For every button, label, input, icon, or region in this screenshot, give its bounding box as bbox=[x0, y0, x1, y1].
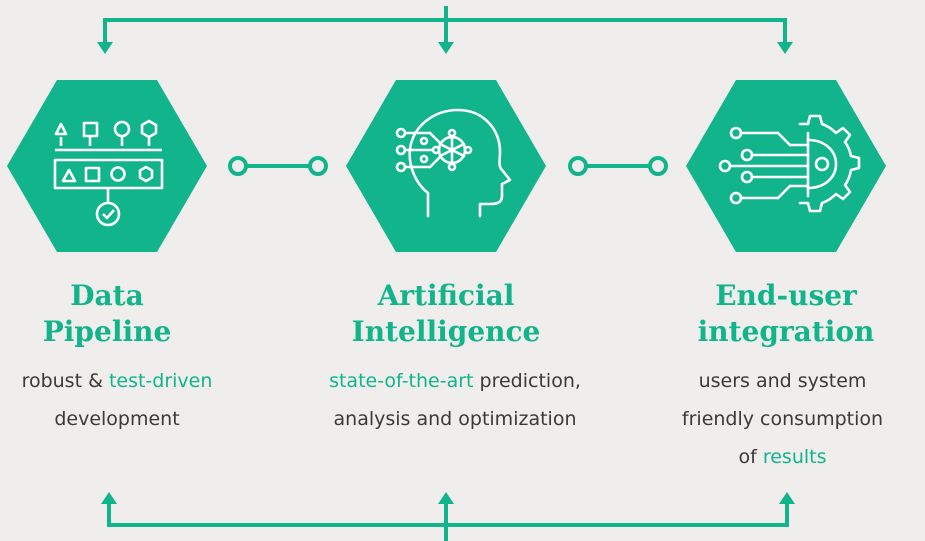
description-line: analysis and optimization bbox=[290, 400, 620, 438]
description-highlight: test-driven bbox=[108, 370, 213, 392]
description-text: of bbox=[738, 446, 763, 468]
stage-title-artificial-intelligence: Artificial Intelligence bbox=[296, 278, 596, 350]
stage-title-data-pipeline: Data Pipeline bbox=[0, 278, 257, 350]
link-connector-icon bbox=[568, 156, 668, 176]
stage-title-end-user-integration: End-user integration bbox=[636, 278, 925, 350]
stage-description-data-pipeline: robust & test-driven development bbox=[0, 362, 277, 438]
title-line: Pipeline bbox=[42, 315, 172, 348]
title-line: Intelligence bbox=[351, 315, 541, 348]
arrow-down-icon bbox=[777, 42, 793, 54]
top-arrowheads bbox=[97, 42, 793, 54]
ai-head-icon bbox=[395, 108, 512, 218]
description-line: users and system bbox=[698, 370, 867, 392]
description-highlight: state-of-the-art bbox=[329, 370, 474, 392]
description-highlight: results bbox=[762, 446, 827, 468]
arrow-up-icon bbox=[779, 492, 795, 504]
shapes-pipeline-icon bbox=[53, 119, 164, 227]
arrow-up-icon bbox=[438, 492, 454, 504]
stage-description-end-user-integration: users and system friendly consumption of… bbox=[640, 362, 925, 476]
circuit-gear-icon bbox=[718, 114, 861, 213]
bottom-flow-bracket bbox=[107, 496, 789, 541]
title-line: integration bbox=[697, 315, 875, 348]
description-line: development bbox=[0, 400, 277, 438]
title-line: End-user bbox=[715, 279, 857, 312]
title-line: Data bbox=[70, 279, 144, 312]
bottom-arrowheads bbox=[101, 492, 795, 504]
top-flow-bracket bbox=[103, 6, 787, 46]
description-line: of results bbox=[640, 438, 925, 476]
hexagon-data-pipeline bbox=[7, 80, 207, 252]
arrow-down-icon bbox=[438, 42, 454, 54]
hexagon-artificial-intelligence bbox=[346, 80, 546, 252]
description-text: prediction, bbox=[473, 370, 581, 392]
description-line: friendly consumption bbox=[681, 408, 884, 430]
stage-description-artificial-intelligence: state-of-the-art prediction, analysis an… bbox=[290, 362, 620, 438]
arrow-down-icon bbox=[97, 42, 113, 54]
description-text: analysis and optimization bbox=[333, 408, 577, 430]
description-text: development bbox=[54, 408, 180, 430]
title-line: Artificial bbox=[377, 279, 515, 312]
description-text: robust & bbox=[21, 370, 109, 392]
description-line: robust & test-driven bbox=[0, 362, 277, 400]
arrow-up-icon bbox=[101, 492, 117, 504]
description-line: state-of-the-art prediction, bbox=[290, 362, 620, 400]
link-connector-icon bbox=[228, 156, 328, 176]
